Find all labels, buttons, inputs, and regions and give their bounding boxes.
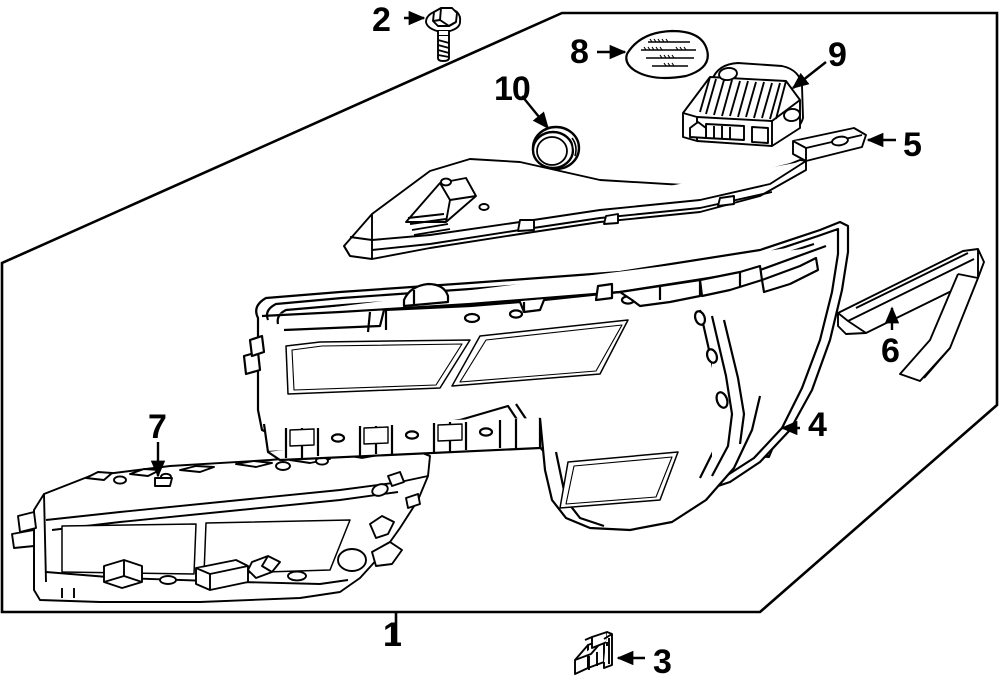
leader-10 [521, 95, 549, 130]
callout-number-2[interactable]: 2 [372, 1, 391, 39]
part-8-label-hatch [643, 38, 687, 67]
callout-number-8[interactable]: 8 [570, 33, 589, 71]
callout-number-1[interactable]: 1 [383, 616, 402, 654]
callout-number-10[interactable]: 10 [494, 70, 531, 108]
part-6-side-trim-molding [837, 248, 985, 382]
part-3-electrical-connector [574, 631, 613, 675]
callout-number-7[interactable]: 7 [148, 408, 167, 446]
part-2-hex-flange-bolt [425, 7, 462, 62]
part-10-bulb-seal-ring [531, 125, 581, 171]
part-7-lower-bezel [11, 449, 431, 603]
part-8-warning-label [625, 29, 709, 80]
callout-leaders [150, 10, 900, 666]
callout-number-3[interactable]: 3 [653, 643, 672, 681]
callout-number-9[interactable]: 9 [828, 36, 847, 74]
part-9-ballast-module [682, 62, 804, 147]
callout-number-6[interactable]: 6 [881, 332, 900, 370]
upper-trim-panel [343, 158, 807, 260]
part-5-mounting-tab [792, 127, 867, 162]
leader-9 [791, 61, 827, 89]
callout-number-4[interactable]: 4 [808, 406, 827, 444]
headlamp-housing-main [242, 220, 850, 532]
callout-number-5[interactable]: 5 [903, 126, 922, 164]
assembly-boundary-box [0, 11, 999, 614]
